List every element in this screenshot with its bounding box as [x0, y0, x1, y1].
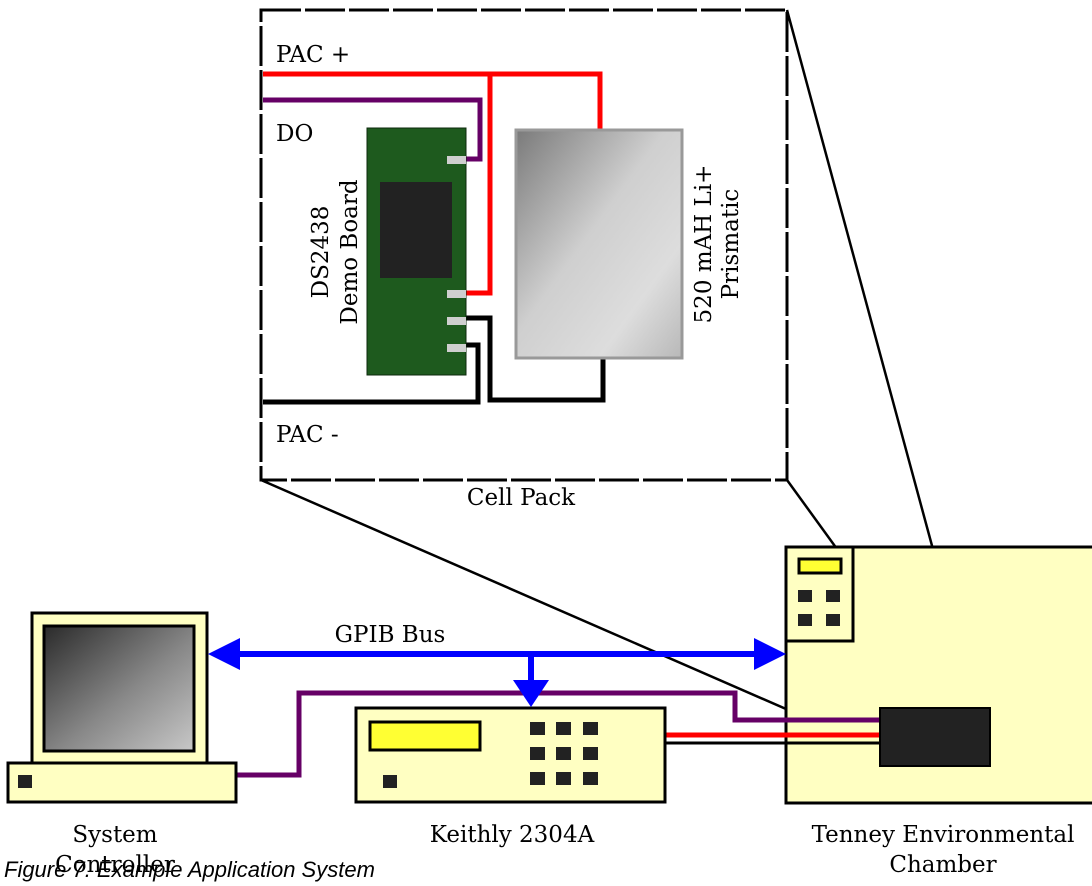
board-label-line1: DS2438: [308, 206, 334, 299]
data-wire-chamber: [236, 690, 880, 778]
data-wire: [263, 97, 483, 162]
chamber-key: [798, 614, 812, 626]
chamber-key: [826, 614, 840, 626]
keithley-label: Keithly 2304A: [430, 822, 595, 848]
pac-plus-label: PAC +: [276, 42, 350, 68]
chamber-key: [798, 590, 812, 602]
supply-key: [556, 722, 571, 735]
power-button: [18, 775, 32, 788]
ic-chip: [380, 182, 452, 278]
controller-label-line1: System: [72, 822, 157, 848]
system-controller: [6, 611, 238, 804]
board-pad: [447, 317, 466, 325]
prismatic-cell: [514, 128, 684, 360]
supply-key: [530, 722, 545, 735]
chamber-label-line1: Tenney Environmental: [812, 822, 1075, 848]
gpib-bus-label: GPIB Bus: [335, 622, 446, 648]
chamber-label-line2: Chamber: [889, 852, 996, 878]
pac-plus-wire: [263, 71, 603, 296]
cell-label-line1: 520 mAH Li+: [691, 165, 717, 324]
supply-key: [556, 772, 571, 785]
board-pad: [447, 156, 466, 164]
bus-arrow-right: [754, 638, 786, 670]
supply-key: [583, 772, 598, 785]
figure-caption: Figure 7. Example Application System: [4, 857, 375, 882]
board-pad: [447, 290, 466, 298]
pac-minus-label: PAC -: [276, 422, 339, 448]
supply-display: [368, 720, 482, 752]
cell-label-line2: Prismatic: [718, 189, 744, 300]
supply-key: [583, 722, 598, 735]
supply-key: [556, 747, 571, 760]
do-label: DO: [276, 121, 313, 147]
supply-key: [530, 772, 545, 785]
chamber-display: [797, 557, 843, 575]
keithley-power-supply: [354, 706, 667, 804]
monitor-screen: [42, 624, 196, 753]
computer-base: [6, 761, 238, 804]
controller-label-line2: Controller: [55, 852, 175, 878]
supply-key: [583, 747, 598, 760]
cell-pack-title: Cell Pack: [467, 485, 576, 511]
board-label-line2: Demo Board: [337, 179, 363, 324]
bus-arrow-down: [513, 680, 549, 707]
supply-key: [530, 747, 545, 760]
pac-minus-wire: [263, 315, 606, 405]
cell-pack-in-chamber: [879, 707, 991, 767]
chamber-key: [826, 590, 840, 602]
gpib-bus: [208, 638, 786, 707]
ds2438-demo-board: [366, 127, 467, 376]
supply-power-button: [383, 775, 397, 788]
board-pad: [447, 344, 466, 352]
bus-arrow-left: [208, 638, 240, 670]
